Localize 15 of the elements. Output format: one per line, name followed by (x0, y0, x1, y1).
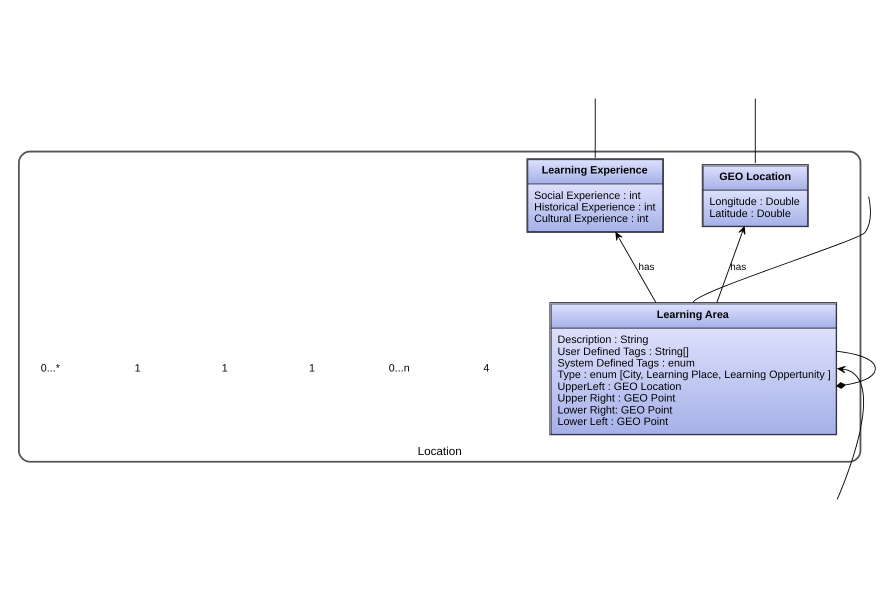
label: 0...n (388, 362, 410, 374)
connector (594, 98, 596, 158)
label: 1 (309, 362, 316, 374)
edge-label: has (638, 262, 654, 273)
arrow (716, 226, 746, 302)
label: 1 (222, 362, 228, 374)
connector (836, 350, 876, 388)
arrow (615, 232, 656, 302)
edge-label: has (730, 262, 746, 273)
label: 1 (134, 362, 141, 374)
arrow (836, 368, 864, 500)
connector (692, 196, 871, 303)
label: 0...* (40, 362, 60, 374)
connector (754, 98, 756, 164)
label: 4 (483, 362, 490, 374)
